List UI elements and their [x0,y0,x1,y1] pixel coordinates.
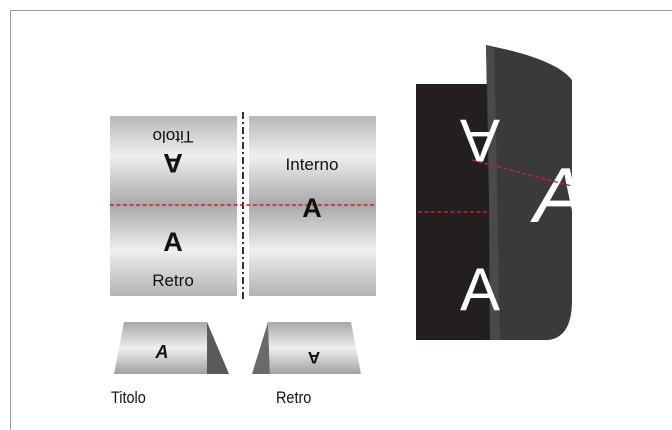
left-back-label: Retro [152,271,194,290]
tent-front-letter: A [155,342,169,362]
left-bottom-letter: A [163,227,183,257]
left-panel-top [110,116,237,205]
booklet-curled-page [486,45,572,340]
fold-line-booklet-page [471,159,573,187]
booklet: A A A [416,45,595,340]
right-panel-bottom [249,205,376,296]
right-letter: A [302,193,322,223]
right-inner-label: Interno [286,155,339,174]
tent-back: A [252,322,361,374]
tent-back-letter: A [308,348,320,367]
booklet-bottom-letter: A [460,256,500,323]
left-panel-bottom [110,205,237,296]
tent-front: A [114,322,229,374]
tent-front-caption: Titolo [111,388,146,407]
tent-back-caption: Retro [276,388,312,407]
frame-border [10,10,672,430]
left-top-letter: A [163,148,183,178]
right-panel-top [249,116,376,205]
left-title-label: Titolo [153,127,194,146]
booklet-top-letter: A [460,107,500,174]
